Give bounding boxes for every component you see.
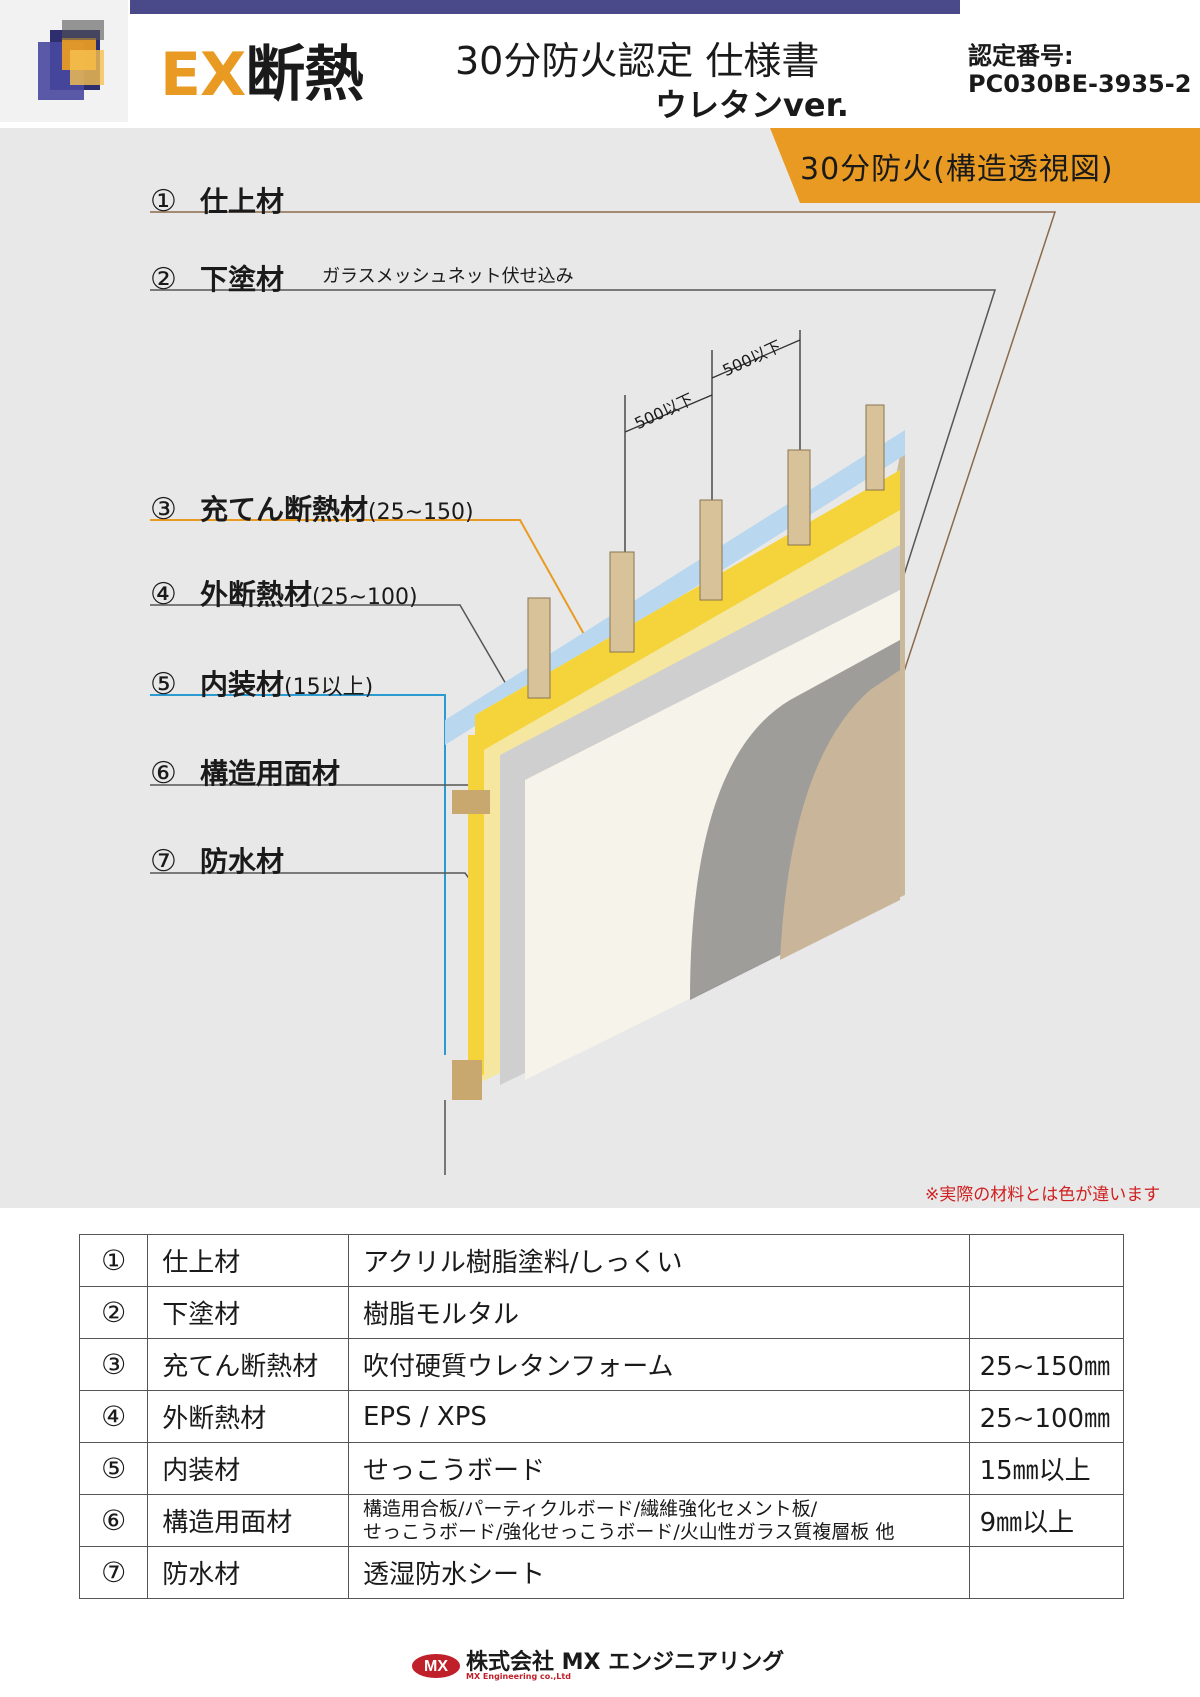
diagram-tag: 30分防火(構造透視図) (800, 152, 1114, 187)
page-title: 30分防火認定 仕様書 (455, 39, 820, 83)
company-footer: MX 株式会社 MX エンジニアリング MX Engineering co.,L… (410, 1642, 784, 1686)
row-part: 充てん断熱材 (147, 1338, 349, 1391)
row-number: ⑤ (78, 1442, 149, 1495)
row-material-line-1: 構造用合板/パーティクルボード/繊維強化セメント板/ (363, 1497, 818, 1520)
table-row: ⑥ 構造用面材 構造用合板/パーティクルボード/繊維強化セメント板/ せっこうボ… (78, 1494, 1125, 1547)
row-material: 樹脂モルタル (348, 1286, 970, 1339)
row-number: ⑦ (78, 1546, 149, 1599)
row-material: 構造用合板/パーティクルボード/繊維強化セメント板/ せっこうボード/強化せっこ… (348, 1494, 970, 1547)
table-row: ③ 充てん断熱材 吹付硬質ウレタンフォーム 25~150㎜ (78, 1338, 1125, 1391)
diagram-tag-background (770, 128, 1200, 203)
header-accent-bar (130, 0, 960, 14)
certification-label: 認定番号: (968, 42, 1074, 70)
row-number: ④ (78, 1390, 149, 1443)
svg-text:MX: MX (424, 1658, 448, 1675)
table-row: ① 仕上材 アクリル樹脂塗料/しっくい (78, 1234, 1125, 1287)
row-part: 防水材 (147, 1546, 349, 1599)
row-part: 構造用面材 (147, 1494, 349, 1547)
spec-table: ① 仕上材 アクリル樹脂塗料/しっくい ② 下塗材 樹脂モルタル ③ 充てん断熱… (78, 1234, 1125, 1599)
row-spec: 9㎜以上 (968, 1494, 1125, 1547)
company-name-en: MX Engineering co.,Ltd (466, 1672, 571, 1681)
page-subtitle: ウレタンver. (655, 86, 849, 124)
row-spec: 25~150㎜ (968, 1338, 1125, 1391)
row-spec (968, 1546, 1125, 1599)
row-spec (968, 1286, 1125, 1339)
brand-logo (0, 0, 128, 122)
row-part: 仕上材 (147, 1234, 349, 1287)
row-number: ① (78, 1234, 149, 1287)
brand-name: EX断熱 (160, 40, 364, 110)
table-row: ⑤ 内装材 せっこうボード 15㎜以上 (78, 1442, 1125, 1495)
row-part: 内装材 (147, 1442, 349, 1495)
row-part: 下塗材 (147, 1286, 349, 1339)
row-material: EPS / XPS (348, 1390, 970, 1443)
row-material: せっこうボード (348, 1442, 970, 1495)
color-disclaimer: ※実際の材料とは色が違います (925, 1185, 1161, 1205)
row-number: ② (78, 1286, 149, 1339)
row-spec: 15㎜以上 (968, 1442, 1125, 1495)
table-row: ② 下塗材 樹脂モルタル (78, 1286, 1125, 1339)
row-spec (968, 1234, 1125, 1287)
table-row: ⑦ 防水材 透湿防水シート (78, 1546, 1125, 1599)
row-number: ③ (78, 1338, 149, 1391)
row-material-line-2: せっこうボード/強化せっこうボード/火山性ガラス質複層板 他 (363, 1520, 895, 1543)
company-name: 株式会社 MX エンジニアリング (466, 1650, 785, 1675)
row-material: 透湿防水シート (348, 1546, 970, 1599)
row-number: ⑥ (78, 1494, 149, 1547)
row-part: 外断熱材 (147, 1390, 349, 1443)
table-row: ④ 外断熱材 EPS / XPS 25~100㎜ (78, 1390, 1125, 1443)
row-spec: 25~100㎜ (968, 1390, 1125, 1443)
basecoat-note: ガラスメッシュネット伏せ込み (322, 266, 574, 287)
company-logo-icon: MX (412, 1654, 460, 1678)
row-material: 吹付硬質ウレタンフォーム (348, 1338, 970, 1391)
row-material: アクリル樹脂塗料/しっくい (348, 1234, 970, 1287)
structure-diagram (0, 128, 1200, 1208)
certification-number: PC030BE-3935-2 (968, 70, 1192, 98)
